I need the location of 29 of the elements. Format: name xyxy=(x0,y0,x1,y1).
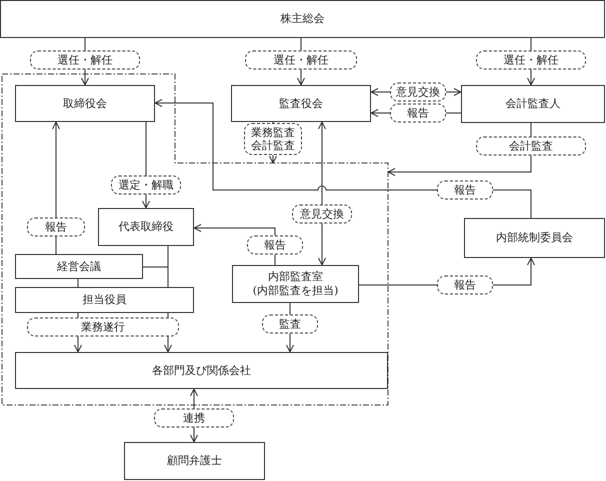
organization-box: 各部門及び関係会社 xyxy=(15,352,388,389)
organization-box: 株主総会 xyxy=(0,0,605,38)
organization-box: 経営会議 xyxy=(15,254,143,279)
organization-box: 担当役員 xyxy=(15,287,194,313)
edge-label: 連携 xyxy=(154,408,234,428)
edge-label: 選任・解任 xyxy=(245,50,357,70)
organization-box: 内部統制委員会 xyxy=(464,218,605,258)
organization-box: 内部監査室 (内部監査を担当) xyxy=(232,265,359,303)
connector-line xyxy=(142,246,168,268)
edge-label: 報告 xyxy=(390,104,446,122)
organization-box: 顧問弁護士 xyxy=(124,442,265,480)
edge-label: 意見交換 xyxy=(292,204,352,224)
edge-label: 監査 xyxy=(262,314,318,334)
edge-label: 選任・解任 xyxy=(476,50,586,70)
organization-box: 代表取締役 xyxy=(98,208,194,246)
edge-label: 報告 xyxy=(27,218,85,236)
organization-box: 会計監査人 xyxy=(461,85,605,123)
edge-label: 報告 xyxy=(247,236,303,254)
edge-label: 選任・解任 xyxy=(30,50,140,70)
edge-label: 意見交換 xyxy=(390,82,446,102)
organization-box: 監査役会 xyxy=(231,85,371,122)
edge-label: 報告 xyxy=(437,276,493,294)
connector-arrow xyxy=(388,122,532,176)
edge-label: 選定・解職 xyxy=(111,176,181,194)
edge-label: 会計監査 xyxy=(476,136,586,156)
organization-box: 取締役会 xyxy=(15,85,155,122)
edge-label: 業務遂行 xyxy=(27,318,179,336)
edge-label: 業務監査会計監査 xyxy=(244,123,302,155)
edge-label: 報告 xyxy=(437,180,493,200)
